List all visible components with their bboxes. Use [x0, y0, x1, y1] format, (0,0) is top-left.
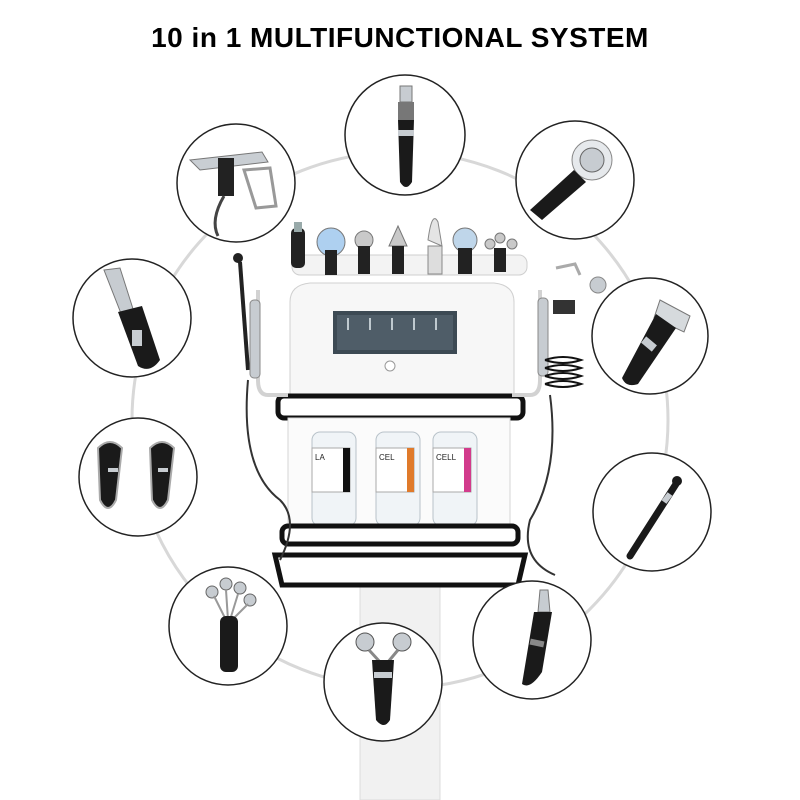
body-band-bottom [279, 523, 521, 547]
left-holder [256, 290, 288, 397]
power-knob [384, 360, 396, 372]
accessory-rf-probe [515, 120, 635, 240]
accessory-ultrasonic-scrubber [72, 258, 192, 378]
right-holder [512, 290, 542, 397]
beauty-machine: LA CEL CELL [233, 218, 607, 800]
accessory-four-ball-roller [168, 566, 288, 686]
accessory-hydro-tip [472, 580, 592, 700]
coiled-cable [544, 356, 585, 388]
accessory-oxygen-pen [344, 74, 466, 196]
liquid-bottles: LA CEL CELL [311, 431, 478, 527]
accessory-spray-gun [176, 123, 296, 243]
bottle-label-2: CEL [379, 453, 395, 462]
machine-screen-inner [337, 315, 453, 350]
bottle-label-3: CELL [436, 453, 457, 462]
accessory-two-ball-roller [323, 622, 443, 742]
base-band [271, 552, 529, 588]
tray-handpieces [291, 218, 518, 275]
accessory-cold-hammer [78, 417, 198, 537]
body-band-top [275, 393, 526, 421]
figure-title: 10 in 1 MULTIFUNCTIONAL SYSTEM [151, 22, 649, 53]
accessory-rf-head [591, 277, 709, 395]
accessory-bio-wand [592, 452, 712, 572]
bottle-label-1: LA [315, 453, 325, 462]
